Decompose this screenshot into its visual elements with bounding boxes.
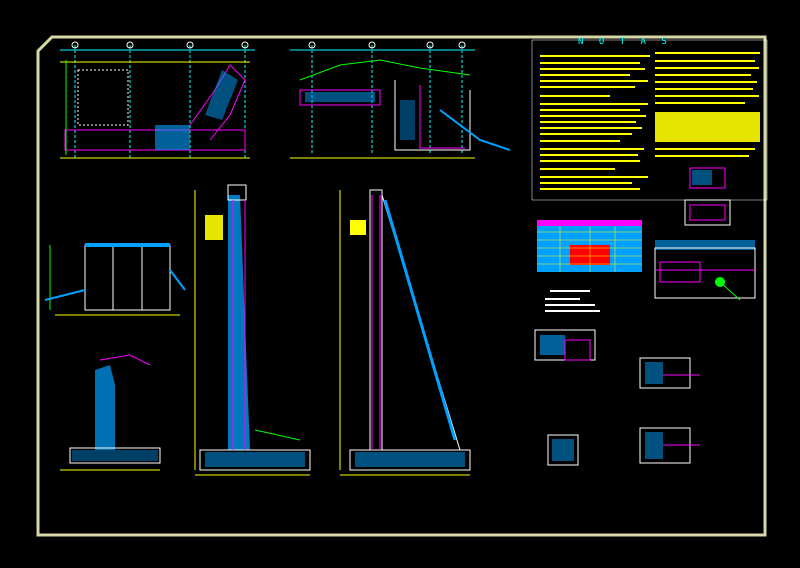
notes-title: N O T A S <box>578 37 672 47</box>
elevation-view <box>290 41 511 159</box>
wall-section-mc2 <box>60 354 161 471</box>
plan-view-retaining-wall <box>60 41 255 160</box>
wall-section-ct1 <box>339 189 471 476</box>
details-bottom-right <box>534 329 700 466</box>
sheet-border <box>36 35 767 537</box>
details-right <box>654 167 756 301</box>
notes-block <box>531 39 768 201</box>
rebar-schedule-table <box>537 220 642 312</box>
front-view <box>44 243 186 316</box>
wall-section-mc1 <box>194 184 311 476</box>
